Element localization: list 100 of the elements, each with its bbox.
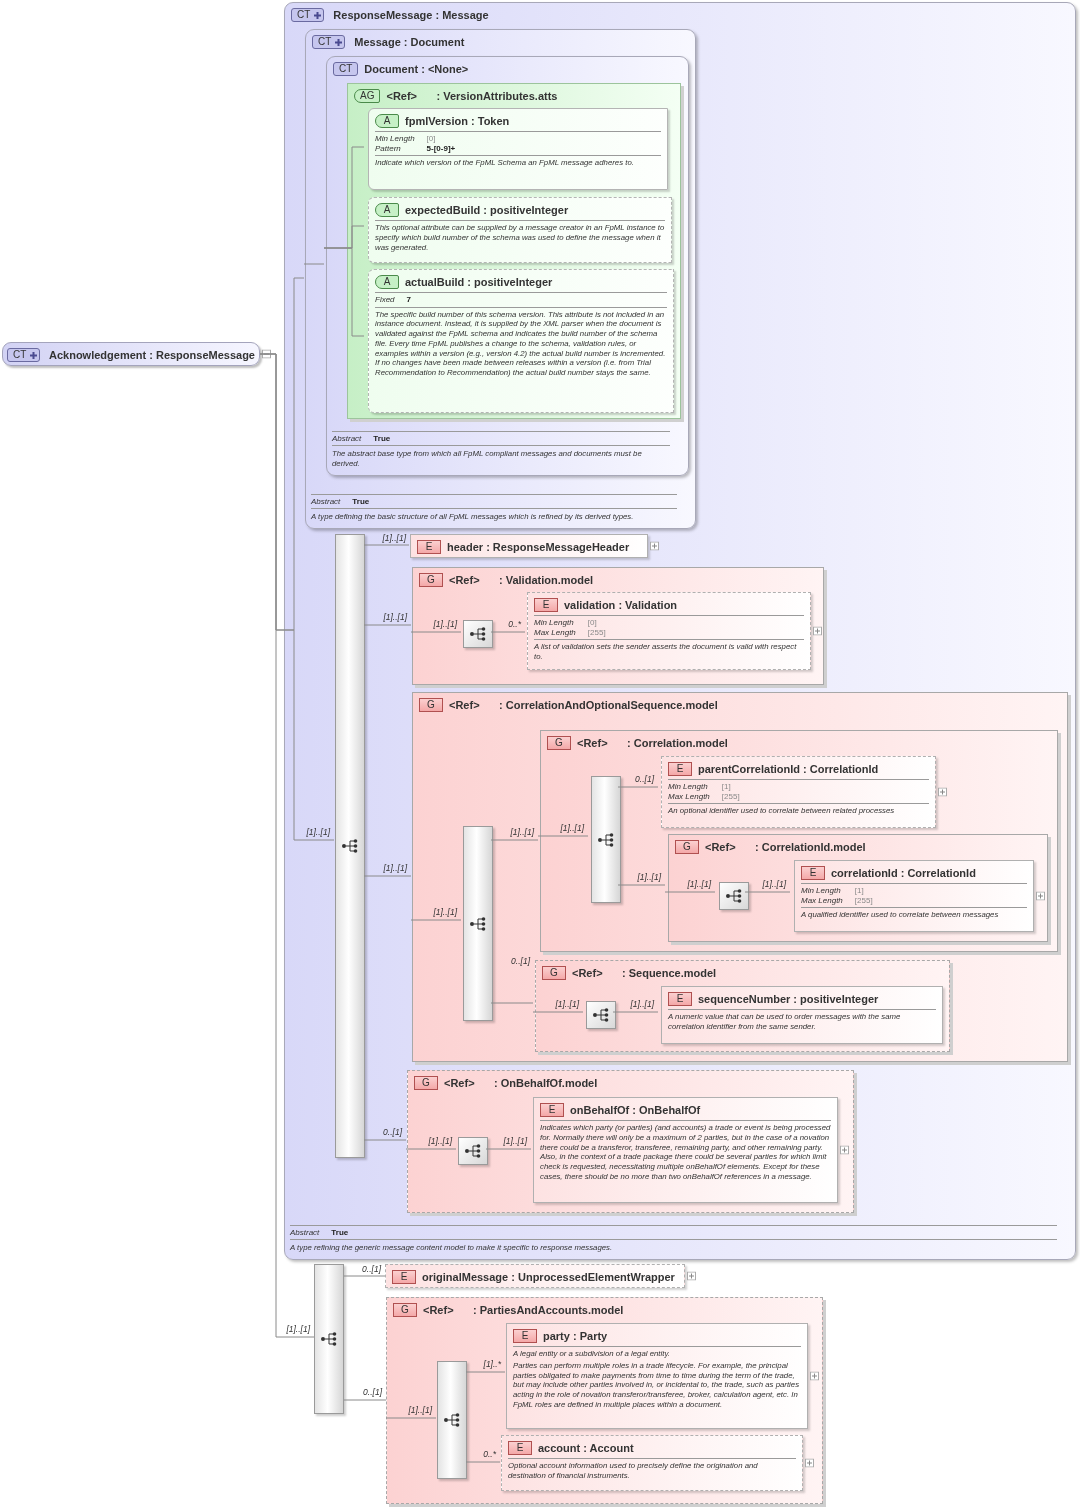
- type-badge: E: [417, 540, 441, 554]
- type-badge: A: [375, 114, 399, 128]
- multiplicity-label: [1]..[1]: [503, 1136, 527, 1147]
- multiplicity-label: [1]..[1]: [408, 1405, 432, 1416]
- multiplicity-label: [1]..*: [483, 1359, 501, 1370]
- multiplicity-label: 0..*: [483, 1449, 496, 1460]
- facet-value: [255]: [854, 895, 874, 905]
- multiplicity-label: [1]..[1]: [510, 827, 534, 838]
- type-badge: CT: [7, 348, 40, 362]
- group-box: [668, 834, 1048, 942]
- sequence-bar: [591, 776, 621, 903]
- type-name: ResponseMessage : Message: [333, 9, 489, 21]
- type-name: : VersionAttributes.atts: [436, 90, 558, 102]
- type-badge: CT: [312, 35, 346, 49]
- connector-line: [323, 247, 365, 337]
- facet-name: Min Length: [534, 618, 575, 628]
- facet-value: [1]: [854, 886, 865, 896]
- ref-label: <Ref>: [444, 1077, 476, 1089]
- type-badge: G: [547, 736, 571, 750]
- multiplicity-label: [1]..[1]: [687, 879, 711, 890]
- type-name: actualBuild : positiveInteger: [405, 276, 553, 288]
- multiplicity-label: [1]..[1]: [637, 872, 661, 883]
- connector-line: [405, 1148, 457, 1150]
- type-name: sequenceNumber : positiveInteger: [698, 993, 879, 1005]
- multiplicity-label: [1]..[1]: [306, 827, 330, 838]
- connector-line: [385, 1417, 437, 1419]
- ref-label: <Ref>: [449, 574, 481, 586]
- type-badge: G: [675, 840, 699, 854]
- type-badge: G: [414, 1076, 438, 1090]
- ref-label: <Ref>: [386, 90, 419, 102]
- connector-line: [363, 1139, 407, 1141]
- group-box: [412, 692, 1068, 1062]
- facet-name: Max Length: [534, 627, 576, 637]
- type-badge: E: [534, 598, 558, 612]
- type-badge: A: [375, 275, 399, 289]
- type-name: party : Party: [543, 1330, 608, 1342]
- type-name: header : ResponseMessageHeader: [447, 541, 630, 553]
- multiplicity-label: [1]..[1]: [433, 619, 457, 630]
- type-name: : Sequence.model: [622, 967, 717, 979]
- attribute-box: [368, 197, 672, 263]
- connector-line: [343, 1275, 386, 1277]
- connector-line: [410, 631, 462, 633]
- type-name: : PartiesAndAccounts.model: [473, 1304, 624, 1316]
- complex-type-box: [305, 29, 696, 529]
- multiplicity-label: [1]..[1]: [433, 907, 457, 918]
- type-name: correlationId : CorrelationId: [831, 867, 976, 879]
- type-name: parentCorrelationId : CorrelationId: [698, 763, 879, 775]
- type-badge: CT: [291, 8, 325, 22]
- connector-line: [485, 1148, 532, 1150]
- type-badge: A: [375, 203, 399, 217]
- sequence-compositor: [586, 1001, 616, 1029]
- multiplicity-label: [1]..[1]: [560, 823, 584, 834]
- type-badge: G: [419, 573, 443, 587]
- facet-name: Abstract: [332, 433, 362, 444]
- connector-line: [259, 353, 315, 1338]
- facet-name: Min Length: [375, 134, 415, 144]
- group-box: [407, 1070, 854, 1213]
- complex-type-box: [326, 56, 689, 476]
- facet-value: True: [352, 496, 371, 507]
- facet-value: [255]: [587, 627, 607, 637]
- facet-name: Min Length: [801, 886, 842, 896]
- group-box: [412, 567, 824, 685]
- multiplicity-label: [1]..[1]: [286, 1324, 310, 1335]
- facet-value: True: [331, 1227, 350, 1238]
- type-badge: E: [508, 1441, 532, 1455]
- type-name: : OnBehalfOf.model: [494, 1077, 598, 1089]
- connector-line: [744, 891, 791, 893]
- type-name: Document : <None>: [364, 63, 469, 75]
- multiplicity-label: [1]..[1]: [383, 612, 407, 623]
- connector-line: [537, 835, 589, 837]
- sequence-bar: [335, 534, 365, 1158]
- facet-value: 7: [406, 295, 412, 305]
- connector-line: [617, 884, 666, 886]
- type-badge: E: [801, 866, 825, 880]
- type-name: originalMessage : UnprocessedElementWrapper: [422, 1271, 675, 1283]
- type-badge: E: [392, 1270, 416, 1284]
- attribute-group-box: [347, 83, 681, 419]
- type-name: : CorrelationAndOptionalSequence.model: [499, 699, 718, 711]
- sequence-compositor: [458, 1137, 488, 1165]
- connector-line: [617, 786, 659, 788]
- type-name: : Validation.model: [499, 574, 594, 586]
- facet-value: [1]: [721, 782, 732, 792]
- facet-value: 5-[0-9]+: [426, 143, 457, 153]
- type-badge: AG: [354, 89, 381, 103]
- multiplicity-label: 0..[1]: [635, 774, 654, 785]
- complex-type-box: [284, 2, 1076, 1260]
- connector-line: [410, 919, 462, 921]
- facet-name: Fixed: [375, 295, 395, 305]
- connector-line: [465, 1371, 506, 1373]
- connector-line: [490, 1002, 534, 1004]
- multiplicity-label: 0..[1]: [363, 1387, 382, 1398]
- type-name: : CorrelationId.model: [755, 841, 866, 853]
- type-name: validation : Validation: [564, 599, 678, 611]
- facet-name: Pattern: [375, 143, 402, 153]
- sequence-bar: [463, 826, 493, 1021]
- sequence-bar: [314, 1264, 344, 1414]
- facet-name: Abstract: [290, 1227, 320, 1238]
- type-badge: CT: [333, 62, 359, 76]
- multiplicity-label: 0..[1]: [511, 956, 530, 967]
- attribute-box: [368, 108, 668, 190]
